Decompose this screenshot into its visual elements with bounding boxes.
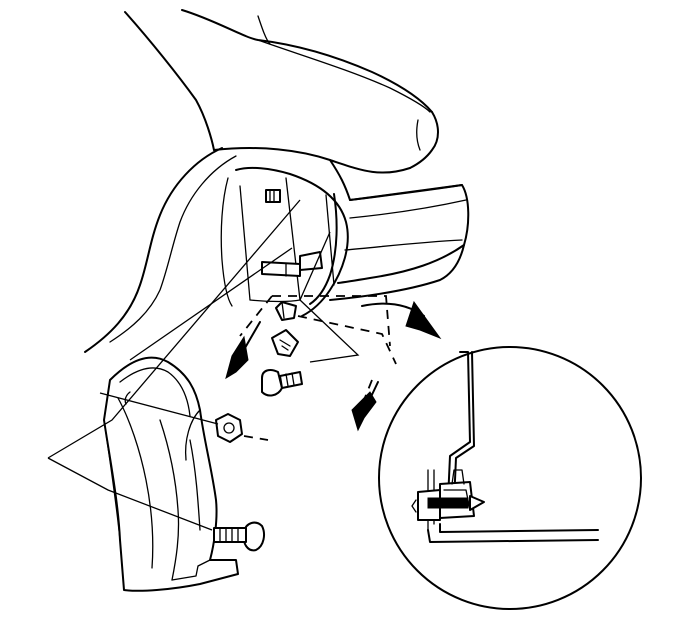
liner-bolt — [214, 523, 264, 551]
retainer-clips — [262, 252, 322, 276]
push-pin-retainer — [272, 330, 298, 356]
liner-nut — [216, 414, 242, 442]
detail-callout-arrow — [362, 302, 440, 338]
rear-bumper — [330, 185, 468, 300]
wheel-opening — [221, 168, 348, 316]
wheelhouse-stud — [266, 190, 280, 202]
quarter-panel — [85, 10, 462, 352]
detail-view-magnified-clip — [379, 347, 641, 609]
liner-bolt-upper — [262, 370, 302, 395]
direction-arrow-down — [226, 322, 260, 378]
retainer-clip — [276, 302, 296, 320]
wheelhouse-liner — [104, 358, 238, 591]
leader-lines — [48, 200, 358, 530]
direction-arrow-lower — [352, 382, 378, 430]
